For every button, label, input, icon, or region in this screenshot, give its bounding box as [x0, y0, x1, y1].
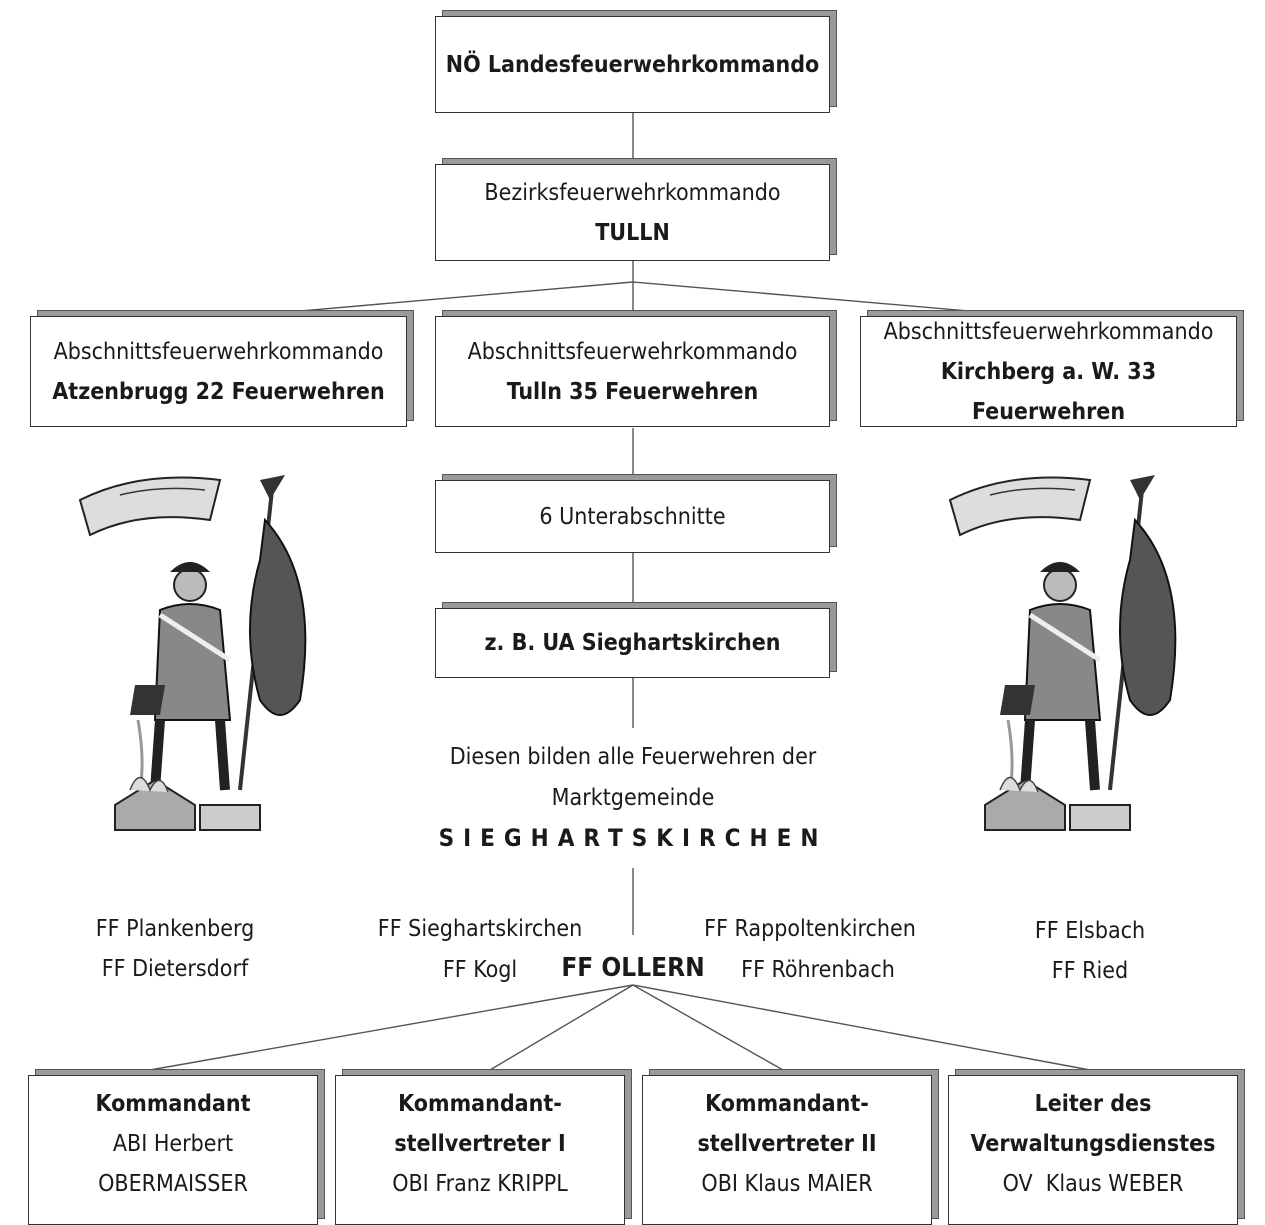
section-command-atzenbrugg-box: Abschnittsfeuerwehrkommando Atzenbrugg 2…: [30, 316, 407, 427]
saint-florian-illustration-left: [78, 475, 307, 831]
subsections-box: 6 Unterabschnitte: [435, 480, 830, 553]
section-command-kirchberg-box: Abschnittsfeuerwehrkommando Kirchberg a.…: [860, 316, 1237, 427]
leader-name: OBI Franz KRIPPL: [392, 1171, 568, 1197]
leader-name-line2: OBERMAISSER: [98, 1171, 248, 1197]
connector-ollern-admin: [632, 984, 1091, 1071]
connector-district-section-right: [632, 281, 1051, 319]
leader-role: Leiter des: [1034, 1091, 1152, 1117]
district-command-box: Bezirksfeuerwehrkommando TULLN: [435, 164, 830, 261]
section-command-label: Abschnittsfeuerwehrkommando: [883, 318, 1214, 345]
district-command-name: TULLN: [595, 219, 670, 246]
subsections-label: 6 Unterabschnitte: [539, 503, 726, 530]
leader-role: Kommandant-: [705, 1091, 869, 1117]
leader-role-line2: stellvertreter I: [394, 1131, 566, 1157]
leader-admin-box: Leiter des Verwaltungsdienstes OV Klaus …: [948, 1075, 1238, 1225]
example-subsection-box: z. B. UA Sieghartskirchen: [435, 608, 830, 678]
florian-figure: [948, 475, 1177, 831]
section-command-name: Tulln 35 Feuerwehren: [506, 378, 759, 405]
florian-figure: [78, 475, 307, 831]
fire-brigade-sieghartskirchen: FF Sieghartskirchen: [377, 916, 583, 942]
connector-ollern-deputy2: [632, 984, 784, 1071]
leader-deputy1-box: Kommandant- stellvertreter I OBI Franz K…: [335, 1075, 625, 1225]
leader-name: OV Klaus WEBER: [1002, 1171, 1184, 1197]
leader-commander-box: Kommandant ABI Herbert OBERMAISSER: [28, 1075, 318, 1225]
leader-name: OBI Klaus MAIER: [701, 1171, 873, 1197]
fire-brigade-elsbach: FF Elsbach: [1034, 918, 1146, 944]
connector-district-section-left: [219, 281, 634, 319]
example-subsection-label: z. B. UA Sieghartskirchen: [484, 630, 781, 656]
section-command-name: Kirchberg a. W. 33 Feuerwehren: [940, 358, 1157, 425]
fire-brigade-ollern: FF OLLERN: [561, 953, 705, 983]
connector-ollern-deputy1: [489, 984, 634, 1071]
fire-brigade-plankenberg: FF Plankenberg: [95, 916, 255, 942]
fire-brigade-kogl: FF Kogl: [442, 957, 518, 983]
leader-role-line2: stellvertreter II: [697, 1131, 877, 1157]
fire-brigade-ried: FF Ried: [1051, 958, 1129, 984]
section-command-label: Abschnittsfeuerwehrkommando: [467, 338, 798, 365]
saint-florian-illustration-right: [948, 475, 1177, 831]
connector-ollern-commander: [149, 984, 634, 1071]
district-command-label: Bezirksfeuerwehrkommando: [484, 179, 781, 206]
description-line1: Diesen bilden alle Feuerwehren der: [449, 744, 817, 770]
leader-role: Kommandant-: [398, 1091, 562, 1117]
leader-role: Kommandant: [95, 1091, 251, 1117]
state-command-title: NÖ Landesfeuerwehrkommando: [445, 51, 820, 78]
section-command-name: Atzenbrugg 22 Feuerwehren: [52, 378, 385, 405]
leader-name: ABI Herbert: [112, 1131, 234, 1157]
section-command-label: Abschnittsfeuerwehrkommando: [53, 338, 384, 365]
fire-brigade-rappoltenkirchen: FF Rappoltenkirchen: [704, 916, 916, 942]
fire-brigade-roehrenbach: FF Röhrenbach: [741, 957, 895, 983]
state-command-box: NÖ Landesfeuerwehrkommando: [435, 16, 830, 113]
fire-brigade-dietersdorf: FF Dietersdorf: [101, 956, 249, 982]
description-line2: Marktgemeinde: [551, 785, 715, 811]
municipality-name: SIEGHARTSKIRCHEN: [438, 824, 828, 852]
section-command-tulln-box: Abschnittsfeuerwehrkommando Tulln 35 Feu…: [435, 316, 830, 427]
leader-role-line2: Verwaltungsdienstes: [970, 1131, 1216, 1157]
leader-deputy2-box: Kommandant- stellvertreter II OBI Klaus …: [642, 1075, 932, 1225]
